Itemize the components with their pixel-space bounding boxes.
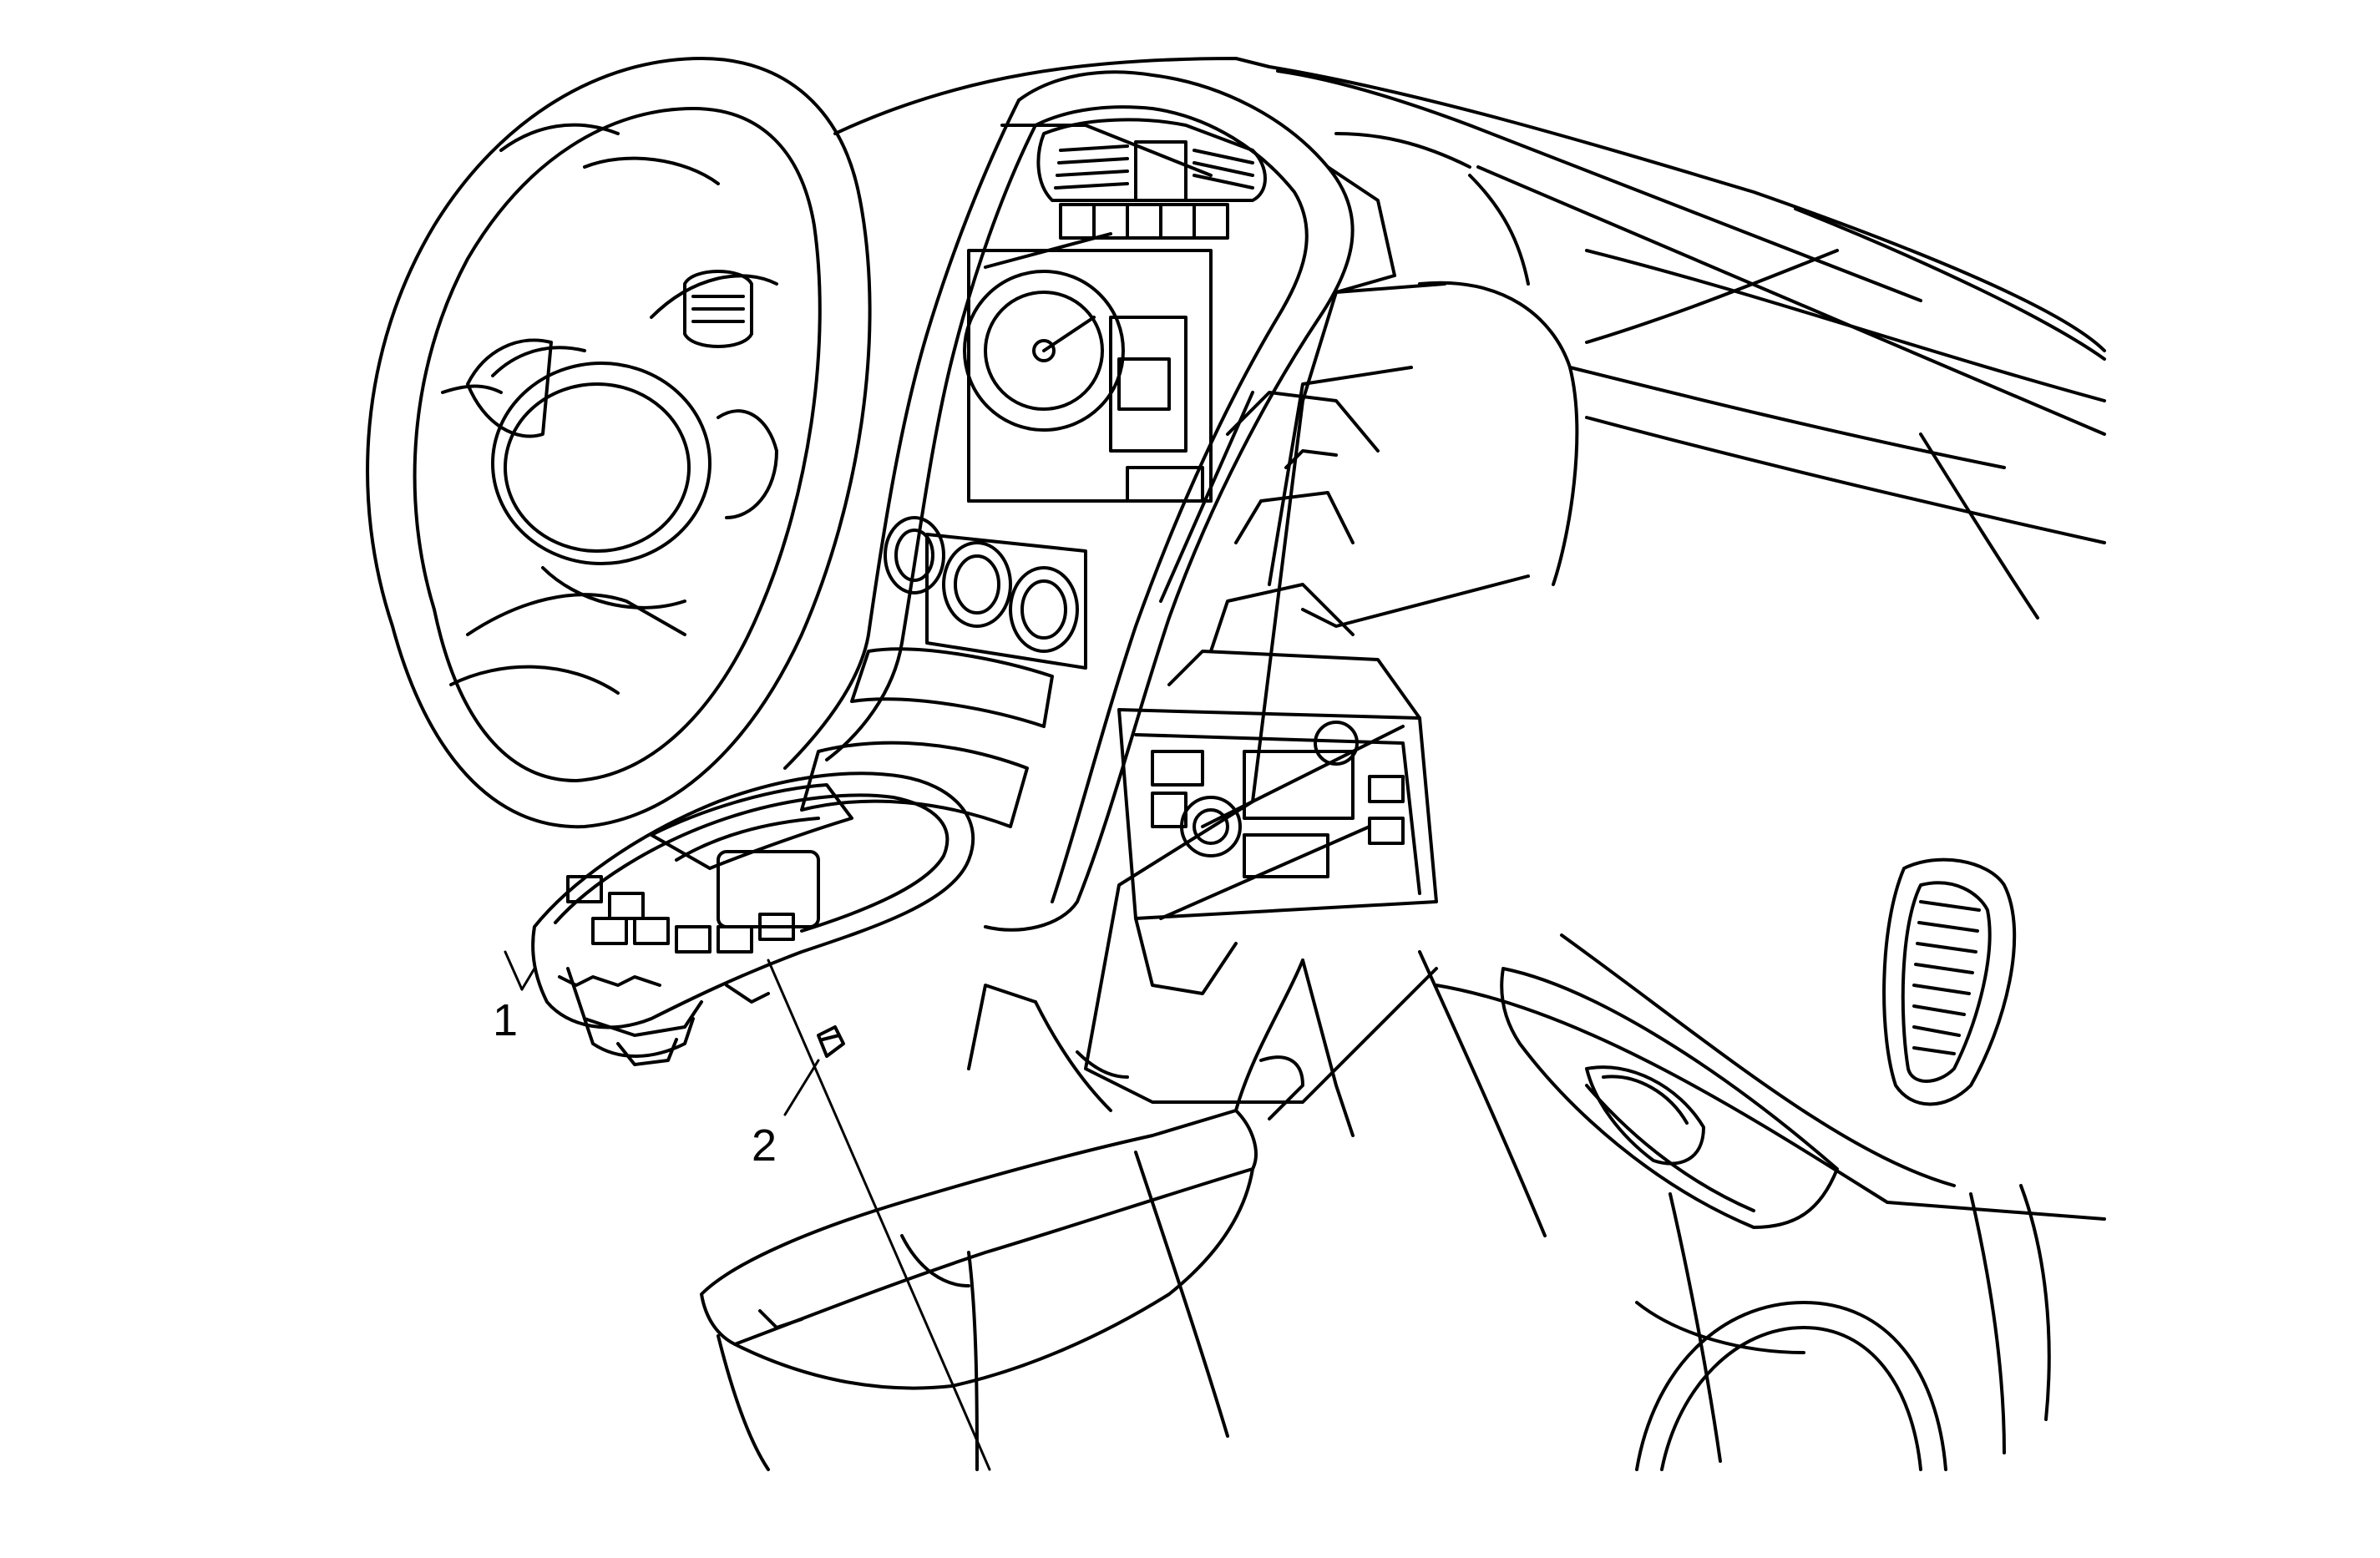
driver-air-vent — [685, 271, 752, 347]
climate-knobs — [885, 518, 1086, 668]
clip-install-line — [768, 960, 990, 1469]
callout-leader-lines — [505, 952, 990, 1469]
lower-panel-opening — [1637, 1303, 1946, 1469]
center-air-vents — [1038, 119, 1265, 238]
airbag-hub — [468, 340, 777, 607]
steering-wheel — [367, 58, 870, 827]
storage-tray — [802, 649, 1052, 827]
retaining-clip — [818, 1027, 843, 1056]
leader-line-2 — [785, 1060, 818, 1115]
leader-line-1 — [505, 952, 522, 989]
callout-1: 1 — [493, 995, 518, 1045]
radio-mounting-bracket — [1086, 284, 1528, 1102]
radio-unit — [1119, 392, 1436, 994]
instrument-gauges — [965, 250, 1211, 501]
floor-console — [701, 960, 1353, 1469]
console-trim-plate — [533, 773, 973, 1065]
glove-box — [1501, 969, 1837, 1227]
callout-2: 2 — [752, 1120, 777, 1171]
instrument-panel — [835, 58, 2104, 1461]
leader-line-1-upper — [522, 969, 534, 989]
passenger-air-vent — [1884, 860, 2014, 1105]
